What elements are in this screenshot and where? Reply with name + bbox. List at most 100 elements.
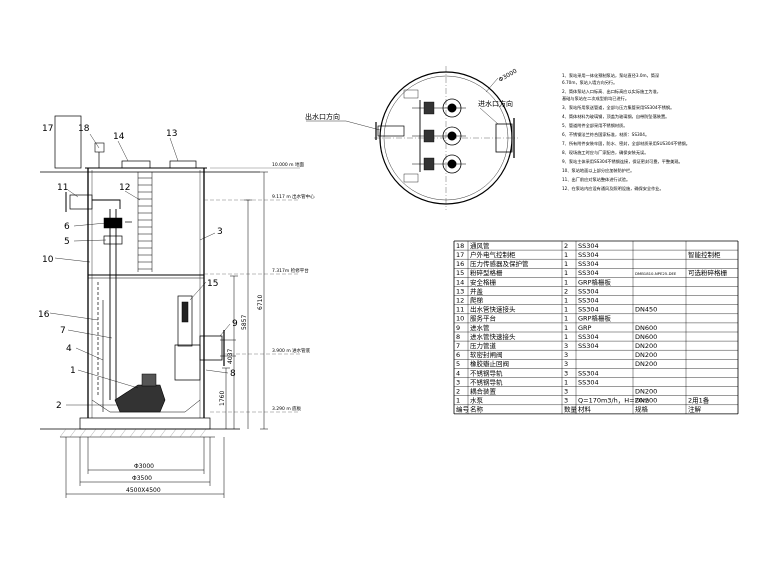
table-cell: 压力传感器及保护管 xyxy=(470,259,529,268)
note-line: 10、泵站地面以上部分应加装防护栏。 xyxy=(562,167,634,174)
table-cell: DN200 xyxy=(635,342,657,350)
level-inlet-bottom: 3.900 m 进水管底 xyxy=(272,347,311,354)
table-cell: 通风管 xyxy=(470,241,490,250)
table-cell: 耦合装置 xyxy=(470,387,497,396)
table-cell: 2 xyxy=(564,287,568,295)
table-cell: 水泵 xyxy=(470,396,484,405)
table-cell: 进水管快速接头 xyxy=(470,332,516,341)
table-cell: 6 xyxy=(456,351,460,359)
table-header-cell: 注解 xyxy=(688,405,702,414)
leader-lines xyxy=(49,133,231,406)
ladder xyxy=(137,172,153,272)
table-cell: DN200 xyxy=(635,388,657,396)
table-cell: 服务平台 xyxy=(470,314,496,323)
table-cell: 4 xyxy=(456,369,460,377)
base-slab xyxy=(79,417,211,430)
table-cell: 1 xyxy=(564,251,568,259)
table-cell: 粉碎型格栅 xyxy=(470,268,503,277)
table-cell: DN200 xyxy=(635,351,657,359)
table-cell: 不锈钢导轨 xyxy=(470,368,503,377)
table-cell: SS304 xyxy=(578,369,599,377)
table-cell: 15 xyxy=(456,269,464,277)
vertical-dimensions xyxy=(222,171,268,430)
table-cell: 3 xyxy=(456,378,460,386)
table-cell: SS304 xyxy=(578,306,599,314)
table-cell: DN600 xyxy=(635,333,657,341)
table-cell: SS304 xyxy=(578,297,599,305)
note-line: 6.70m，泵站入墙方向另行。 xyxy=(562,79,617,86)
table-header-cell: 编号 xyxy=(456,405,470,414)
level-platform: 7.317m 检修平台 xyxy=(272,267,309,274)
table-cell: SS304 xyxy=(578,378,599,386)
label-1: 1 xyxy=(70,366,76,376)
table-header-cell: 规格 xyxy=(635,405,649,414)
label-2: 2 xyxy=(56,401,62,411)
control-cabinet xyxy=(54,115,82,169)
outlet-pipe xyxy=(65,192,132,400)
dim-5857: 5857 xyxy=(241,315,248,330)
level-outlet-center: 9.117 m 出水管中心 xyxy=(272,193,315,200)
label-4: 4 xyxy=(66,344,72,354)
label-17: 17 xyxy=(42,124,53,134)
table-cell: 3 xyxy=(564,351,568,359)
table-cell: DMB1810-NPE25-DEE xyxy=(635,271,677,276)
table-cell: 14 xyxy=(456,278,464,286)
note-line: 3、泵站所用泵送管道，全部与压力集管采用SS304不锈钢。 xyxy=(562,104,674,111)
table-cell: 18 xyxy=(456,242,464,250)
note-line: 11、出厂前应对泵站整体进行试验。 xyxy=(562,176,630,183)
table-cell: 1 xyxy=(564,297,568,305)
dim-6710: 6710 xyxy=(257,295,264,310)
table-cell: 橡胶瓣止回阀 xyxy=(470,359,509,368)
note-line: 12、在泵站内应设有通风及照明设施，确保安全作业。 xyxy=(562,185,664,192)
table-cell: 软密封闸阀 xyxy=(470,350,503,359)
section-view xyxy=(40,115,300,498)
table-cell: GRP xyxy=(578,324,592,332)
table-cell: 1 xyxy=(564,324,568,332)
table-cell: SS304 xyxy=(578,260,599,268)
label-14: 14 xyxy=(113,132,125,142)
table-cell: 1 xyxy=(564,306,568,314)
level-ground: 10.000 m 地面 xyxy=(272,161,304,168)
note-line: 8、现场施工时应与厂家配合，确保安装无误。 xyxy=(562,149,648,156)
note-line: 5、管道附件全部采用不锈钢材质。 xyxy=(562,122,627,129)
note-line: 2、筒体泵站入口标高、出口标高应以实际施工为准， xyxy=(562,88,661,95)
table-cell: GRP格栅板 xyxy=(578,314,611,323)
table-cell: 3 xyxy=(564,342,568,350)
table-cell: 13 xyxy=(456,287,464,295)
table-cell: Q=170m3/h，H=20m xyxy=(578,397,649,405)
table-cell: 井盖 xyxy=(470,286,484,295)
label-6: 6 xyxy=(64,222,70,232)
table-cell: 5 xyxy=(456,360,460,368)
label-5: 5 xyxy=(64,237,70,247)
label-3: 3 xyxy=(217,227,223,237)
table-cell: 1 xyxy=(564,269,568,277)
label-18: 18 xyxy=(78,124,90,134)
note-line: 4、筒体材料为玻璃钢，顶盖为玻璃钢，自带防坠落装置。 xyxy=(562,113,669,120)
table-cell: SS304 xyxy=(578,269,599,277)
table-cell: 安全格栅 xyxy=(470,277,497,286)
table-cell: SS304 xyxy=(578,333,599,341)
level-lines xyxy=(204,167,300,413)
note-line: 9、泵站主体采用SS304不锈钢连接，保证密封可靠，平整美观。 xyxy=(562,158,683,165)
table-cell: 12 xyxy=(456,297,464,305)
table-cell: 16 xyxy=(456,260,464,268)
table-cell: 出水管快速接头 xyxy=(470,305,516,314)
level-texts: 10.000 m 地面 9.117 m 出水管中心 7.317m 检修平台 3.… xyxy=(272,161,315,412)
table-cell: 9 xyxy=(456,324,460,332)
horizontal-dimensions xyxy=(65,437,225,498)
table-cell: 10 xyxy=(456,315,464,323)
table-cell: 智能控制柜 xyxy=(688,250,721,259)
table-cell: 2用1备 xyxy=(688,396,710,405)
note-line: 6、不锈钢法兰符合国家标准，材质：SS304。 xyxy=(562,131,649,138)
table-cell: DN450 xyxy=(635,306,657,314)
inlet-direction-label: 进水口方向 xyxy=(478,99,513,108)
table-cell: 1 xyxy=(456,397,460,405)
label-10: 10 xyxy=(42,255,54,265)
table-cell: 7 xyxy=(456,342,460,350)
note-line: 7、所有附件安装牢固，防水、密封，全部材质采用SUS304不锈钢。 xyxy=(562,140,690,147)
table-cell: DN200 xyxy=(635,397,657,405)
table-cell: 可选粉碎格栅 xyxy=(688,268,728,277)
table-header-cell: 名称 xyxy=(470,405,484,414)
general-notes: 1、泵站采用一体化预制泵站，泵站直径3.0m，筒深 6.70m，泵站入墙方向另行… xyxy=(562,72,690,192)
